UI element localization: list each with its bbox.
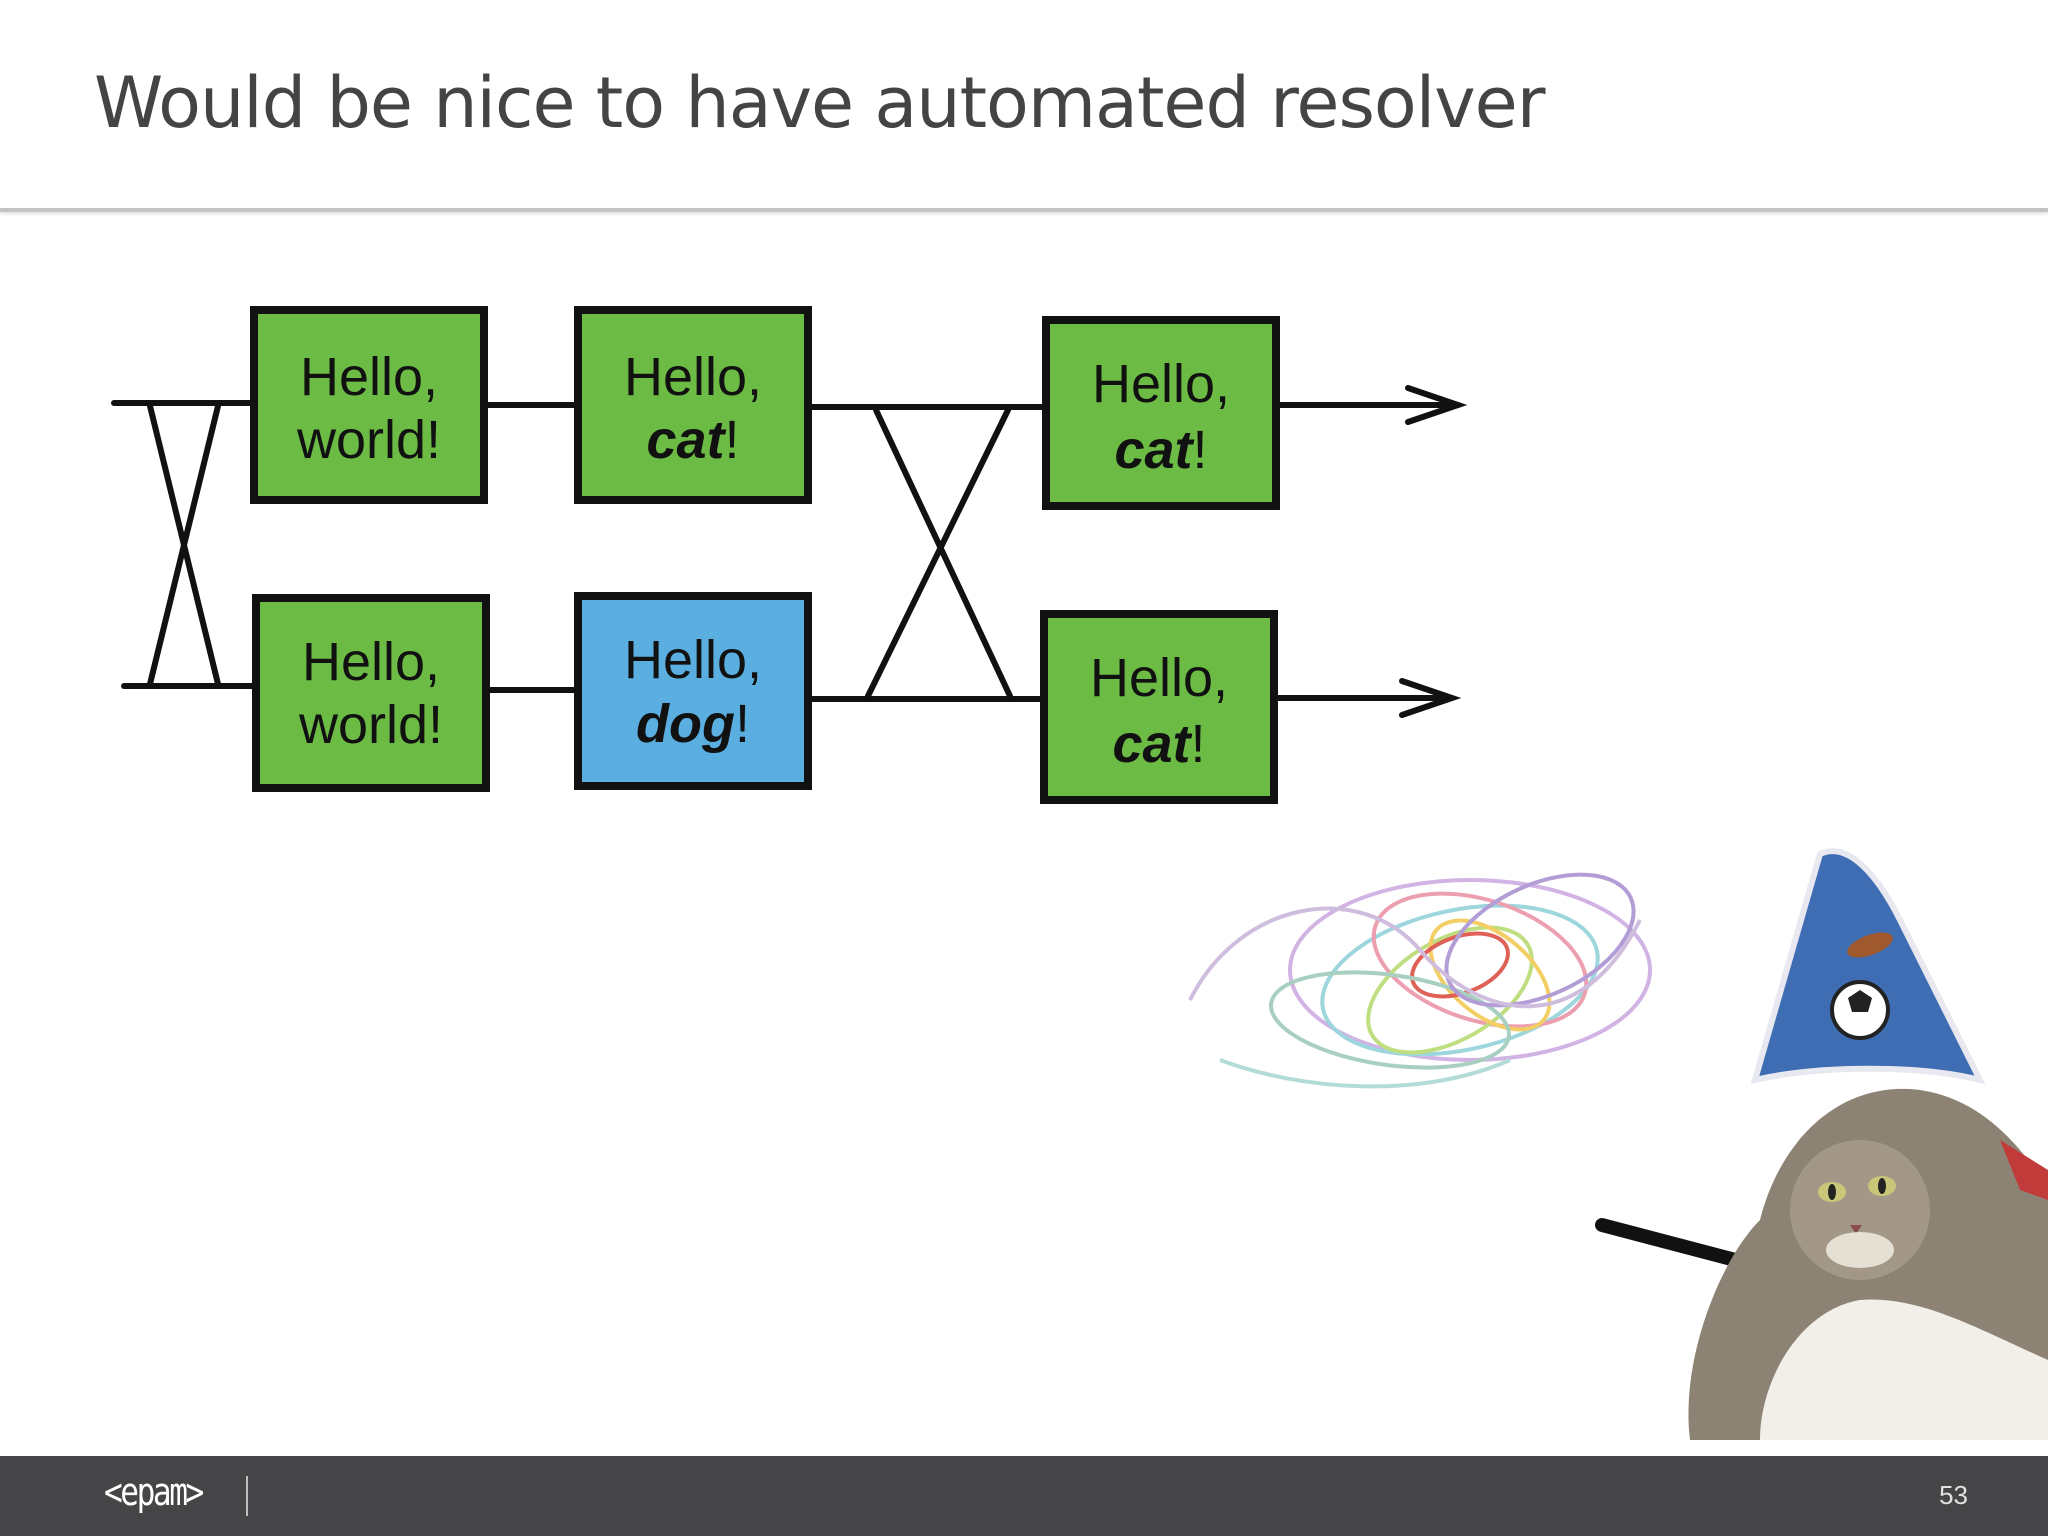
cross-left-b <box>147 403 221 687</box>
box-r2-c2: Hello, dog! <box>574 592 812 790</box>
svg-text:cat!: cat! <box>1114 420 1207 480</box>
wizard-cat-illustration <box>1188 848 2048 1440</box>
box-r1-c3: Hello, cat! <box>1042 316 1280 510</box>
svg-text:world!: world! <box>298 695 443 755</box>
box-r2-c3-line1: Hello, <box>1090 648 1228 708</box>
svg-text:cat!: cat! <box>1112 714 1205 774</box>
merge-diagram: Hello, world! Hello, cat! Hello, cat! He… <box>111 306 1468 804</box>
page-number: 53 <box>1939 1480 1968 1510</box>
svg-text:dog!: dog! <box>636 694 750 754</box>
box-r2-c1-line1: Hello, <box>302 632 440 692</box>
wizard-hat-icon <box>1750 848 2048 1200</box>
magic-scribble <box>1188 872 1652 1089</box>
cross-mid-b <box>865 407 1011 699</box>
box-r1-c1: Hello, world! <box>250 306 488 504</box>
arrowhead-bottom <box>1399 678 1462 718</box>
box-r1-c2-line1: Hello, <box>624 347 762 407</box>
logo-divider <box>246 1476 248 1516</box>
box-r2-c2-line1: Hello, <box>624 630 762 690</box>
box-r2-c1: Hello, world! <box>252 594 490 792</box>
box-r2-c3: Hello, cat! <box>1040 610 1278 804</box>
slide-footer: <epam> 53 <box>0 1456 2048 1536</box>
box-r1-c1-line1: Hello, <box>300 347 438 407</box>
cross-mid-a <box>873 407 1013 699</box>
arrowhead-top <box>1405 385 1468 425</box>
box-r1-c3-line1: Hello, <box>1092 354 1230 414</box>
svg-text:cat!: cat! <box>646 410 739 470</box>
epam-logo: <epam> <box>104 1470 204 1514</box>
box-r1-c2: Hello, cat! <box>574 306 812 504</box>
cat-icon <box>1688 1088 2048 1440</box>
slide-title: Would be nice to have automated resolver <box>94 62 1545 144</box>
slide-header: Would be nice to have automated resolver <box>0 0 2048 212</box>
svg-text:world!: world! <box>296 410 441 470</box>
